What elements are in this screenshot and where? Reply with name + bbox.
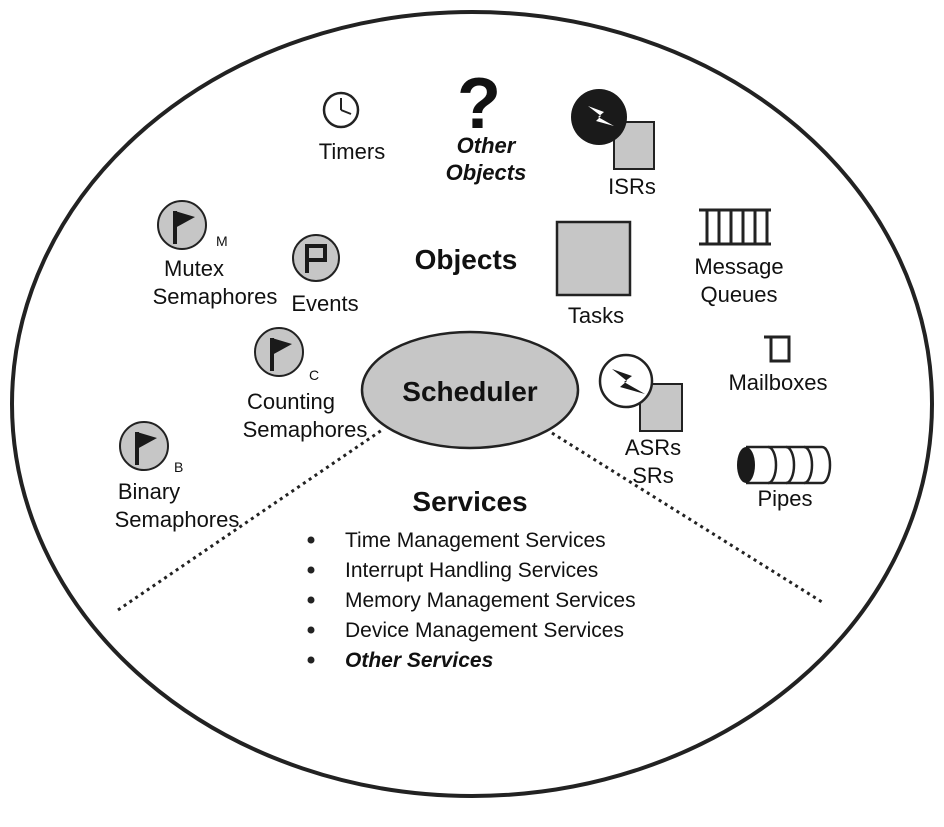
pipes-label: Pipes xyxy=(757,486,812,511)
counting-semaphore-object: C Counting Semaphores xyxy=(243,327,368,442)
mailboxes-object: Mailboxes xyxy=(728,335,828,395)
flag-icon xyxy=(254,327,304,377)
service-label: Interrupt Handling Services xyxy=(345,559,598,582)
bullet xyxy=(307,566,315,574)
asrs-label-line1: ASRs xyxy=(625,435,681,460)
service-label: Other Services xyxy=(345,649,493,672)
scheduler: Scheduler xyxy=(360,330,580,450)
signal-icon xyxy=(598,353,654,409)
other-objects: ? Other Objects xyxy=(446,64,527,185)
events-label: Events xyxy=(291,291,358,316)
binary-subscript: B xyxy=(174,459,183,475)
binary-label-line1: Binary xyxy=(118,479,180,504)
asrs-label-line2: SRs xyxy=(632,463,674,488)
events-object: Events xyxy=(291,234,359,316)
mutex-label-line1: Mutex xyxy=(164,256,224,281)
service-label: Device Management Services xyxy=(345,619,624,642)
services-heading: Services xyxy=(412,486,527,517)
services-divider-left xyxy=(117,428,383,612)
isrs-object: ISRs xyxy=(571,89,656,199)
counting-label-line1: Counting xyxy=(247,389,335,414)
bullet xyxy=(307,596,315,604)
pipes-object: Pipes xyxy=(737,445,832,511)
mutex-label-line2: Semaphores xyxy=(153,284,278,309)
binary-label-line2: Semaphores xyxy=(115,507,240,532)
other-objects-label-line2: Objects xyxy=(446,160,527,185)
asrs-object: ASRs SRs xyxy=(598,353,683,488)
task-square xyxy=(555,220,632,297)
mutex-subscript: M xyxy=(216,233,228,249)
mailboxes-label: Mailboxes xyxy=(728,370,827,395)
clock-icon xyxy=(322,91,360,129)
other-objects-label-line1: Other xyxy=(457,133,517,158)
counting-subscript: C xyxy=(309,367,319,383)
binary-semaphore-object: B Binary Semaphores xyxy=(115,421,240,532)
scheduler-ellipse xyxy=(360,330,580,450)
message-queues-label-line1: Message xyxy=(694,254,783,279)
bullet xyxy=(307,626,315,634)
list-item: Interrupt Handling Services xyxy=(307,559,598,582)
list-item: Memory Management Services xyxy=(307,589,636,612)
pipe-icon xyxy=(737,445,832,485)
bullet xyxy=(307,656,315,664)
mutex-semaphore-object: M Mutex Semaphores xyxy=(153,200,278,309)
message-queues-label-line2: Queues xyxy=(700,282,777,307)
service-label: Memory Management Services xyxy=(345,589,636,612)
timers-object: Timers xyxy=(319,91,385,164)
kernel-boundary-circle xyxy=(10,10,934,798)
counting-label-line2: Semaphores xyxy=(243,417,368,442)
list-item: Time Management Services xyxy=(307,529,606,552)
list-item: Device Management Services xyxy=(307,619,624,642)
timers-label: Timers xyxy=(319,139,385,164)
scheduler-label: Scheduler xyxy=(402,376,537,407)
queue-icon xyxy=(699,208,771,246)
bullet xyxy=(307,536,315,544)
tasks-label: Tasks xyxy=(568,303,624,328)
flag-icon xyxy=(157,200,207,250)
list-item: Other Services xyxy=(307,649,493,672)
flag-icon xyxy=(119,421,169,471)
interrupt-icon xyxy=(571,89,627,145)
mailbox-icon xyxy=(764,335,791,363)
message-queues-object: Message Queues xyxy=(694,208,784,307)
tasks-object: Tasks xyxy=(555,220,632,328)
event-p-icon xyxy=(292,234,340,282)
objects-heading: Objects xyxy=(415,244,518,275)
isrs-label: ISRs xyxy=(608,174,656,199)
service-label: Time Management Services xyxy=(345,529,606,552)
question-mark-icon: ? xyxy=(457,64,501,144)
services-list: Time Management Services Interrupt Handl… xyxy=(307,529,636,672)
